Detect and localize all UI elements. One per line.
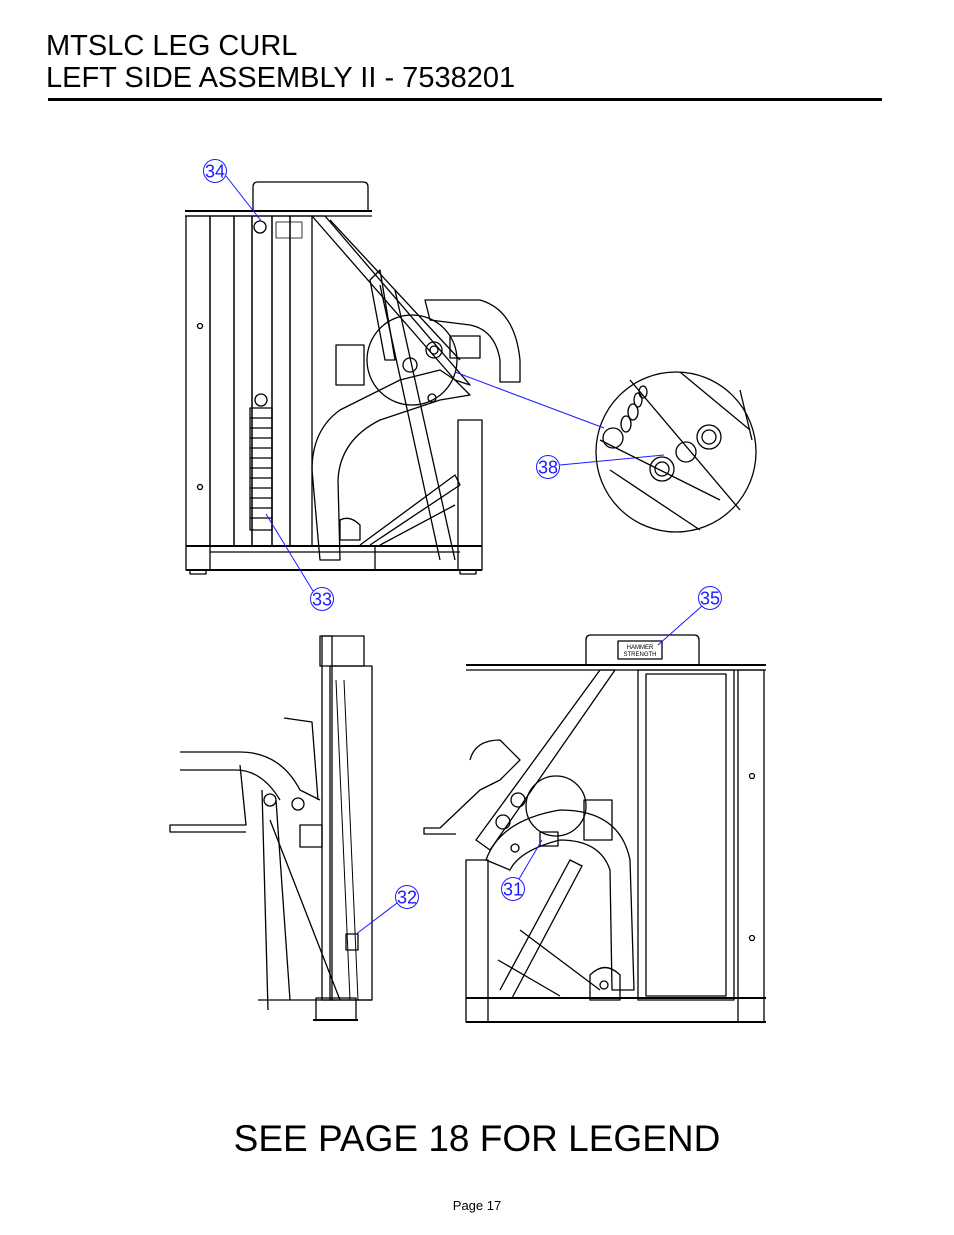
brand-plate-line-2: STRENGTH [624,652,657,658]
callout-32: 32 [354,885,419,936]
page-number: Page 17 [452,1198,502,1213]
callout-35: 35 [657,586,722,646]
top-elevation-view [185,181,521,575]
page-title-line-2: LEFT SIDE ASSEMBLY II - 7538201 [46,62,516,94]
callout-34: 34 [203,159,263,223]
front-view [169,635,373,1021]
detail-leader-line [454,371,605,429]
callout-31: 31 [501,839,543,901]
callout-32-label: 32 [397,888,417,908]
rear-side-view [423,634,766,1023]
callout-35-label: 35 [700,589,720,609]
brand-plate-line-1: HAMMER [627,645,654,651]
page-title-line-1: MTSLC LEG CURL [46,30,298,62]
title-divider [48,98,882,101]
callout-38: 38 [536,454,665,479]
detail-view [595,371,757,533]
callout-33: 33 [265,513,334,611]
callout-34-label: 34 [205,162,225,182]
callout-31-label: 31 [503,880,523,900]
callout-38-label: 38 [538,458,558,478]
legend-note: SEE PAGE 18 FOR LEGEND [233,1118,721,1159]
callout-33-label: 33 [312,590,332,610]
